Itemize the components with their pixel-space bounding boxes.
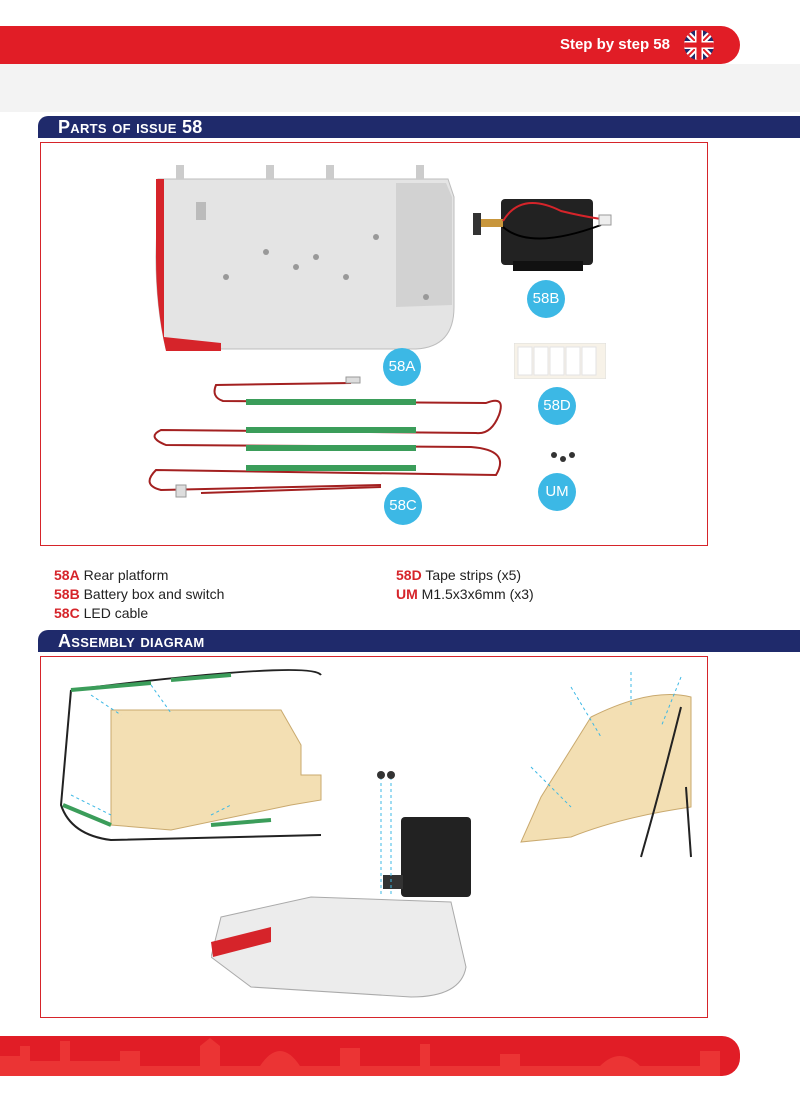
label-58d: 58D bbox=[538, 387, 576, 425]
curved-panel-diagram bbox=[520, 672, 692, 858]
label-58c: 58C bbox=[384, 487, 422, 525]
header-bar: Step by step 58 bbox=[0, 26, 740, 64]
led-cable-image bbox=[148, 376, 502, 498]
battery-assembly-diagram bbox=[211, 771, 471, 998]
uk-flag-icon bbox=[684, 30, 714, 60]
legend-column-2: 58D Tape strips (x5) UM M1.5x3x6mm (x3) bbox=[396, 566, 534, 604]
london-skyline-icon bbox=[0, 1038, 720, 1076]
footer-skyline-bar bbox=[0, 1036, 740, 1076]
assembly-section-header: Assembly diagram bbox=[38, 630, 800, 652]
label-58a: 58A bbox=[383, 348, 421, 386]
screws-image bbox=[551, 452, 575, 462]
tape-strips-image bbox=[514, 343, 606, 379]
rear-platform-image bbox=[155, 165, 455, 351]
label-58b: 58B bbox=[527, 280, 565, 318]
assembly-section-title: Assembly diagram bbox=[58, 631, 205, 651]
legend-item: 58D Tape strips (x5) bbox=[396, 567, 522, 583]
legend-item: 58A Rear platform bbox=[54, 567, 169, 583]
battery-box-image bbox=[473, 199, 612, 271]
parts-frame: 58A 58B 58D UM 58C bbox=[40, 142, 708, 546]
legend-item: UM M1.5x3x6mm (x3) bbox=[396, 586, 534, 602]
gray-band bbox=[0, 64, 800, 112]
page-title: Step by step 58 bbox=[559, 36, 670, 53]
label-um: UM bbox=[538, 473, 576, 511]
parts-section-title: Parts of issue 58 bbox=[58, 117, 203, 137]
legend-column-1: 58A Rear platform 58B Battery box and sw… bbox=[54, 566, 224, 623]
led-wiring-diagram bbox=[59, 669, 322, 842]
parts-section-header: Parts of issue 58 bbox=[38, 116, 800, 138]
legend-item: 58B Battery box and switch bbox=[54, 586, 225, 602]
legend-item: 58C LED cable bbox=[54, 605, 149, 621]
assembly-frame bbox=[40, 656, 708, 1018]
